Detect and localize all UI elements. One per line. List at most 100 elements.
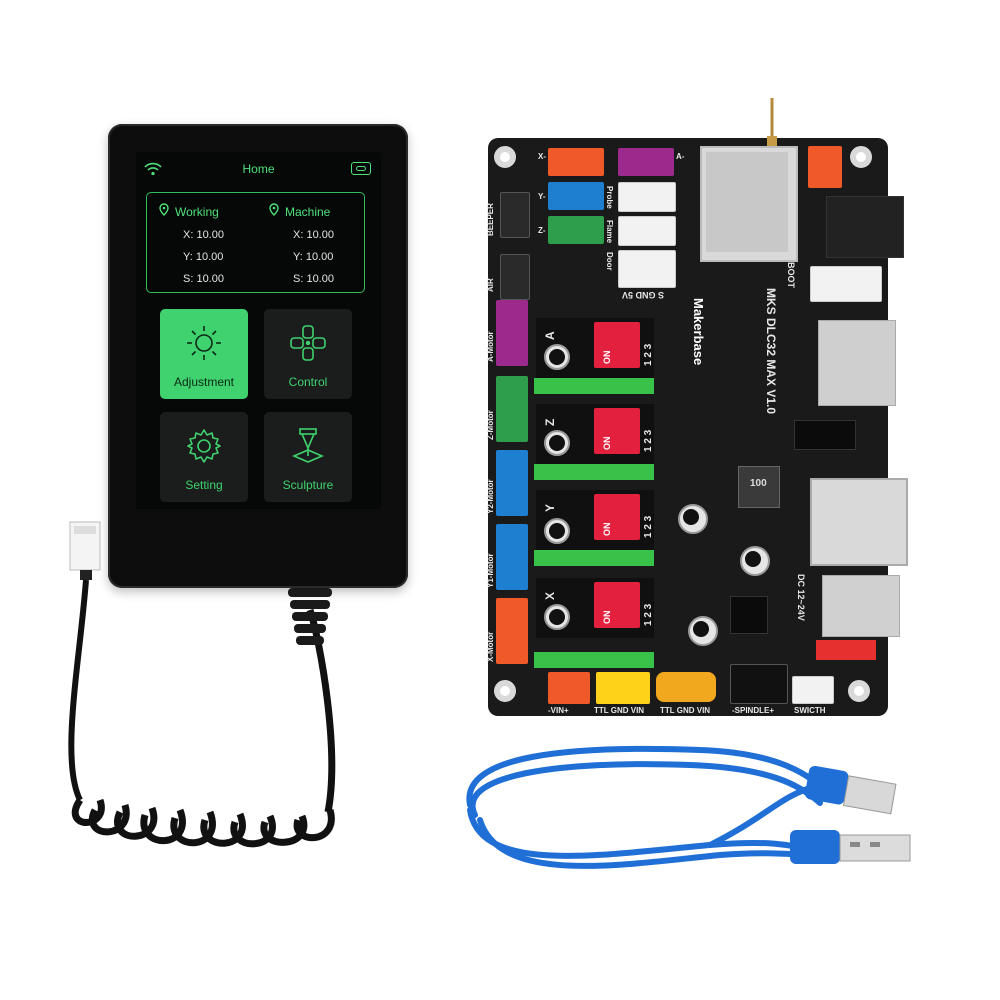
- a-motor-connector: [496, 300, 528, 366]
- sgnd-label: S GND 5V: [622, 290, 665, 300]
- capacitor-small: [678, 504, 708, 534]
- dip-switch-y[interactable]: [594, 494, 640, 540]
- connection-icon[interactable]: [351, 162, 371, 175]
- usb-b-port: [810, 478, 908, 566]
- z-motor-connector: [496, 376, 528, 442]
- dip-numbers: 1 2 3: [643, 515, 654, 538]
- capacitor-big: [740, 546, 770, 576]
- switch-connector: [792, 676, 834, 704]
- coiled-cable: [68, 521, 336, 848]
- ttl-label-2: TTL GND VIN: [660, 706, 711, 715]
- vin-label: -VIN+: [548, 706, 569, 715]
- y-limit-connector: [548, 182, 604, 210]
- dc-label: DC 12~24V: [796, 574, 806, 621]
- mounting-hole: [494, 146, 516, 168]
- dip-numbers: 1 2 3: [643, 343, 654, 366]
- terminal-strip: [534, 464, 654, 480]
- axis-label-y: Y: [543, 503, 557, 512]
- wifi-module-shield: [706, 152, 788, 252]
- probe-connector: [618, 182, 676, 212]
- dip-on-label: ON: [602, 610, 612, 625]
- terminal-strip: [534, 652, 654, 668]
- z-limit-connector: [548, 216, 604, 244]
- capacitor: [544, 604, 570, 630]
- dip-switch-z[interactable]: [594, 408, 640, 454]
- sun-icon: [187, 326, 221, 360]
- location-pin-icon: [269, 203, 279, 216]
- terminal-strip: [534, 378, 654, 394]
- fuse-holder: [816, 640, 876, 660]
- y1-motor-label: Y1-Motor: [486, 553, 495, 588]
- machine-label: Machine: [285, 205, 331, 219]
- a-motor-label: A-Motor: [486, 331, 495, 362]
- working-label: Working: [175, 205, 219, 219]
- working-y: Y: 10.00: [183, 251, 224, 263]
- capacitor: [544, 344, 570, 370]
- dip-on-label: ON: [602, 522, 612, 537]
- air-label: AIR: [486, 278, 495, 292]
- y1-motor-connector: [496, 524, 528, 590]
- voltage-regulator: [730, 596, 768, 634]
- sd-card-slot: [818, 320, 896, 406]
- dip-switch-x[interactable]: [594, 582, 640, 628]
- dip-on-label: ON: [602, 436, 612, 451]
- capacitor: [688, 616, 718, 646]
- y2-motor-connector: [496, 450, 528, 516]
- wifi-icon: [144, 162, 162, 176]
- flame-label: Flame: [605, 220, 614, 244]
- z-motor-label: Z-Motor: [486, 410, 495, 440]
- model-label: MKS DLC32 MAX V1.0: [764, 288, 778, 415]
- dc-barrel-jack: [822, 575, 900, 637]
- ttl-label-1: TTL GND VIN: [594, 706, 645, 715]
- usb-cable: [466, 745, 911, 869]
- gear-icon: [187, 429, 221, 463]
- door-connector: [618, 216, 676, 246]
- screen-title: Home: [242, 162, 275, 176]
- white-connector: [810, 266, 882, 302]
- spindle-label: -SPINDLE+: [732, 706, 775, 715]
- inductor: [738, 466, 780, 508]
- probe-label: Probe: [605, 186, 614, 209]
- tile-label: Sculpture: [282, 478, 334, 492]
- machine-s: S: 10.00: [293, 273, 334, 285]
- x-motor-label: X-Motor: [486, 631, 495, 662]
- axis-label-z: Z: [543, 418, 557, 426]
- setting-button[interactable]: Setting: [160, 412, 248, 502]
- dip-numbers: 1 2 3: [643, 429, 654, 452]
- dpad-icon: [290, 325, 326, 361]
- terminal-strip: [534, 550, 654, 566]
- door-label: Door: [605, 252, 614, 271]
- switch-label: SWICTH: [794, 706, 826, 715]
- location-pin-icon: [159, 203, 169, 216]
- status-bar: Home: [136, 152, 381, 186]
- axis-label-a: A: [543, 331, 557, 340]
- dip-switch-a[interactable]: [594, 322, 640, 368]
- capacitor: [544, 430, 570, 456]
- x-motor-connector: [496, 598, 528, 664]
- z-minus-label: Z-: [538, 226, 546, 235]
- power-connector: [808, 146, 842, 188]
- flame-connector: [618, 250, 676, 288]
- coordinates-panel: Working X: 10.00 Y: 10.00 S: 10.00 Machi…: [146, 192, 365, 293]
- tile-label: Adjustment: [173, 375, 235, 389]
- capacitor: [544, 518, 570, 544]
- adjustment-button[interactable]: Adjustment: [160, 309, 248, 399]
- control-button[interactable]: Control: [264, 309, 352, 399]
- mounting-hole: [494, 680, 516, 702]
- laser-engrave-icon: [291, 428, 325, 463]
- working-x: X: 10.00: [183, 229, 224, 241]
- vin-connector: [548, 672, 590, 704]
- axis-label-x: X: [543, 591, 557, 600]
- ttl-connector: [596, 672, 650, 704]
- dc-jack: [826, 196, 904, 258]
- lcd-screen: Home Working X: 10.00 Y: 10.00 S: 10.00 …: [136, 152, 381, 509]
- working-s: S: 10.00: [183, 273, 224, 285]
- brand-label: Makerbase: [691, 298, 706, 366]
- y2-motor-label: Y2-Motor: [486, 479, 495, 514]
- a-minus-label: A-: [676, 152, 685, 161]
- machine-y: Y: 10.00: [293, 251, 334, 263]
- mounting-hole: [848, 680, 870, 702]
- ic-chip: [794, 420, 856, 450]
- a-limit-connector: [618, 148, 674, 176]
- sculpture-button[interactable]: Sculpture: [264, 412, 352, 502]
